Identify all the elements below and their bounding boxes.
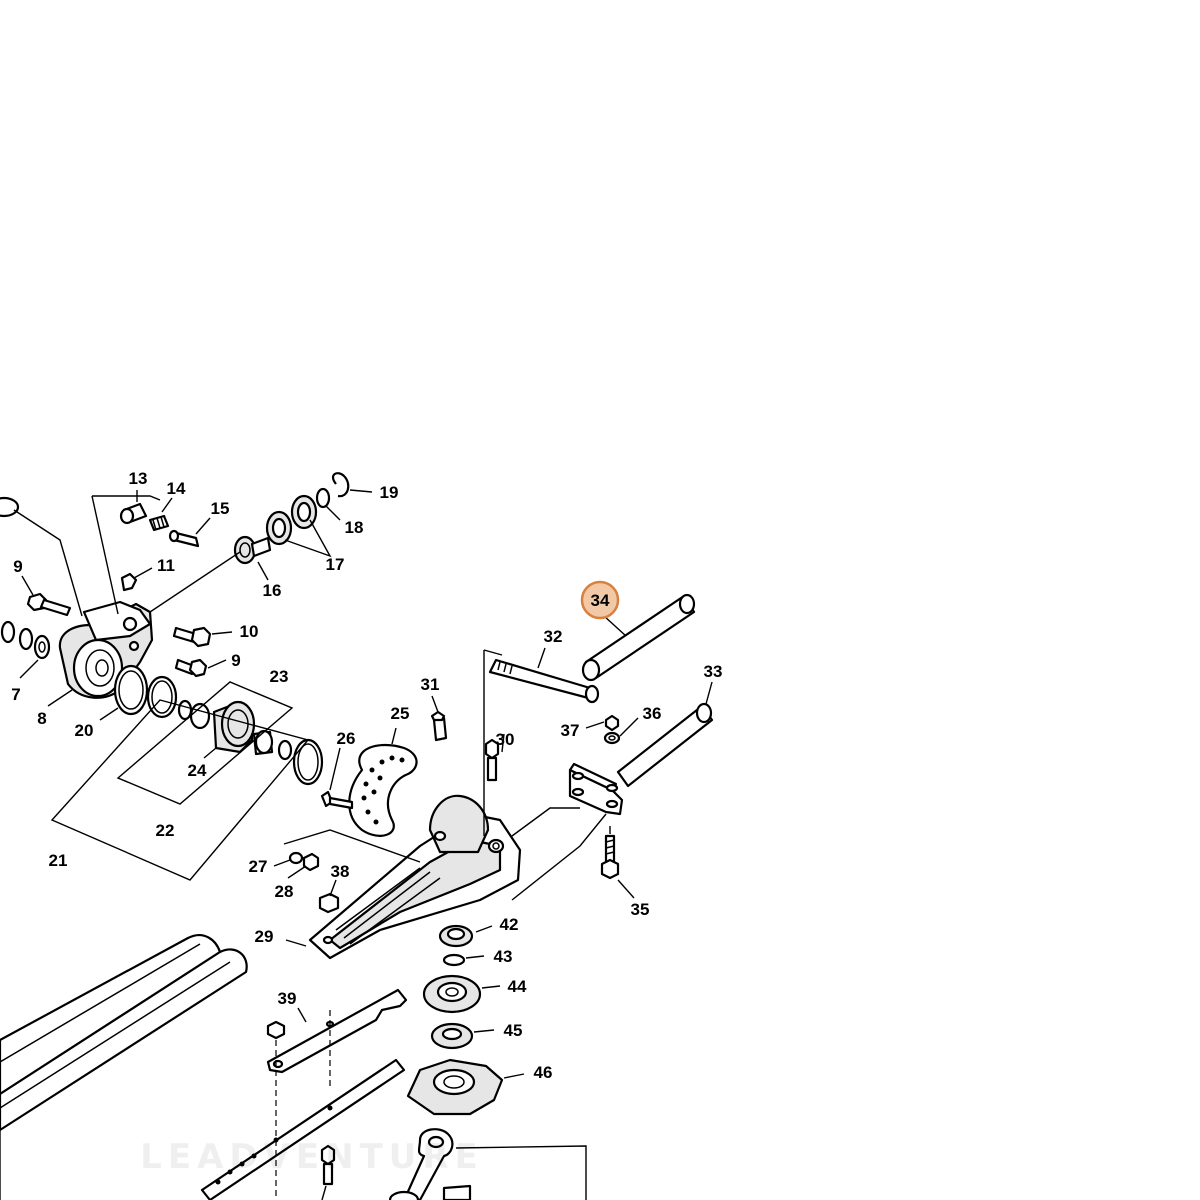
part-bottom-block xyxy=(442,1184,472,1200)
label-26: 26 xyxy=(337,729,356,748)
label-25: 25 xyxy=(391,704,410,723)
part-26-circlip xyxy=(292,738,324,786)
part-10-bolt xyxy=(172,626,233,648)
part-9-bolt-left xyxy=(21,575,72,617)
label-30: 30 xyxy=(496,730,515,749)
part-33-tube xyxy=(616,681,714,788)
watermark: LEADVENTURE xyxy=(140,1137,484,1177)
part-washers-left xyxy=(0,620,51,679)
label-11: 11 xyxy=(157,556,175,575)
part-13-sleeve xyxy=(119,490,148,525)
label-19: 19 xyxy=(380,483,399,502)
part-42-bearing xyxy=(438,924,493,948)
label-16: 16 xyxy=(263,581,282,600)
label-38: 38 xyxy=(331,862,350,881)
part-nut-39 xyxy=(266,1020,286,1200)
part-25-perforated-disc xyxy=(348,727,418,837)
part-cutter-bar xyxy=(0,934,248,1200)
part-bracket xyxy=(568,762,624,816)
label-46: 46 xyxy=(534,1063,553,1082)
part-17-bearings xyxy=(265,494,332,558)
part-30-screw xyxy=(484,733,505,782)
label-14: 14 xyxy=(167,479,186,498)
part-44-gear xyxy=(422,974,501,1014)
part-18-washer xyxy=(315,487,341,521)
part-37-nut xyxy=(585,714,620,732)
label-21: 21 xyxy=(49,851,68,870)
label-27: 27 xyxy=(249,857,268,876)
part-29-main-housing xyxy=(285,794,522,960)
callout-label-34: 34 xyxy=(591,591,610,610)
part-46-flange xyxy=(406,1058,525,1116)
label-7: 7 xyxy=(11,685,20,704)
part-32-shaft xyxy=(483,647,600,836)
label-31: 31 xyxy=(421,675,440,694)
part-45-bearing xyxy=(430,1022,495,1050)
label-9-left: 9 xyxy=(13,557,22,576)
part-21-ring xyxy=(146,675,178,719)
part-14-spring xyxy=(148,497,173,532)
label-42: 42 xyxy=(500,915,519,934)
part-screw-bottom xyxy=(320,1144,336,1200)
part-38-nut xyxy=(318,879,340,914)
label-37: 37 xyxy=(561,721,580,740)
part-15-pin xyxy=(168,517,211,548)
part-27-28-nut-washer xyxy=(273,851,320,879)
label-43: 43 xyxy=(494,947,513,966)
part-35-bolt xyxy=(600,826,635,899)
part-43-ring xyxy=(442,953,485,967)
label-10: 10 xyxy=(240,622,259,641)
part-bottom-ring xyxy=(388,1190,420,1200)
part-31-grease-nipple xyxy=(430,695,448,742)
label-18: 18 xyxy=(345,518,364,537)
label-13: 13 xyxy=(129,469,148,488)
label-28: 28 xyxy=(275,882,294,901)
part-11-clip xyxy=(120,567,153,592)
label-33: 33 xyxy=(704,662,723,681)
part-36-washer xyxy=(603,717,639,745)
part-labels: 9 7 8 13 14 15 11 16 17 18 19 10 9 23 20… xyxy=(11,469,722,1082)
label-45: 45 xyxy=(504,1021,523,1040)
part-39-plates xyxy=(200,988,408,1200)
label-29: 29 xyxy=(255,927,274,946)
part-9-bolt-right xyxy=(174,658,227,678)
label-24: 24 xyxy=(188,761,207,780)
part-26-screw xyxy=(320,747,354,810)
label-23: 23 xyxy=(270,667,289,686)
part-ring-topleft xyxy=(0,496,83,617)
label-35: 35 xyxy=(631,900,650,919)
part-wrench xyxy=(404,1128,587,1200)
part-24-hub xyxy=(189,700,293,761)
label-36: 36 xyxy=(643,704,662,723)
label-20: 20 xyxy=(75,721,94,740)
part-34-tube xyxy=(581,593,696,682)
highlight-callout-34[interactable]: 34 xyxy=(580,580,620,620)
label-9-right: 9 xyxy=(231,651,240,670)
part-19-circlip xyxy=(331,472,373,498)
label-39: 39 xyxy=(278,989,297,1008)
label-15: 15 xyxy=(211,499,230,518)
label-44: 44 xyxy=(508,977,527,996)
label-32: 32 xyxy=(544,627,563,646)
label-22: 22 xyxy=(156,821,175,840)
label-8: 8 xyxy=(37,709,46,728)
part-20-oring xyxy=(99,664,149,721)
label-17: 17 xyxy=(326,555,345,574)
part-16-gear xyxy=(149,535,272,613)
